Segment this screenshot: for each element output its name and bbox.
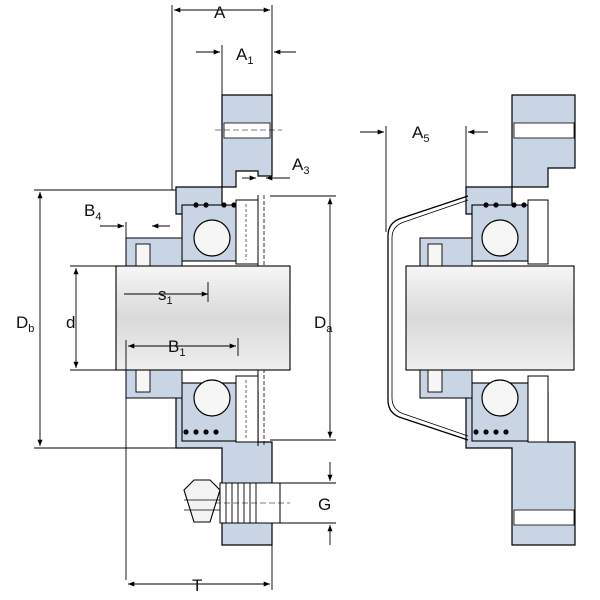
- lube-dots-lower: [183, 429, 219, 435]
- shaft: [115, 265, 291, 371]
- label-s1: s1: [158, 285, 173, 307]
- label-A3: A3: [292, 155, 309, 177]
- label-Db: Db: [16, 313, 34, 335]
- flange-upper-right: [465, 94, 576, 215]
- label-A: A: [214, 3, 226, 22]
- label-G: G: [318, 495, 331, 514]
- set-screw-lower: [135, 369, 151, 393]
- label-A5: A5: [412, 123, 429, 145]
- ball-lower: [193, 379, 231, 417]
- label-Da: Da: [314, 313, 333, 335]
- inner-ring-collar-lower: [125, 367, 183, 399]
- label-B4: B4: [84, 201, 101, 223]
- bolt-hole-upper: [223, 122, 271, 139]
- seal-lower: [235, 375, 259, 443]
- left-view: [34, 5, 336, 590]
- seal-upper: [235, 199, 259, 265]
- dimension-labels: A A1 A3 A5 B4 s1 B1 Db d Da G T: [16, 3, 429, 595]
- end-cap: [387, 195, 469, 441]
- label-B1: B1: [168, 337, 185, 359]
- shaft-right: [405, 265, 575, 371]
- inner-ring-collar-upper: [125, 237, 183, 269]
- bolt-assembly: [183, 479, 290, 524]
- label-A1: A1: [236, 45, 253, 67]
- ball-upper: [193, 219, 231, 257]
- label-T: T: [192, 576, 202, 595]
- label-d: d: [66, 313, 75, 332]
- lube-dots-upper: [193, 202, 237, 208]
- right-view: [360, 94, 576, 546]
- set-screw-upper: [135, 243, 151, 267]
